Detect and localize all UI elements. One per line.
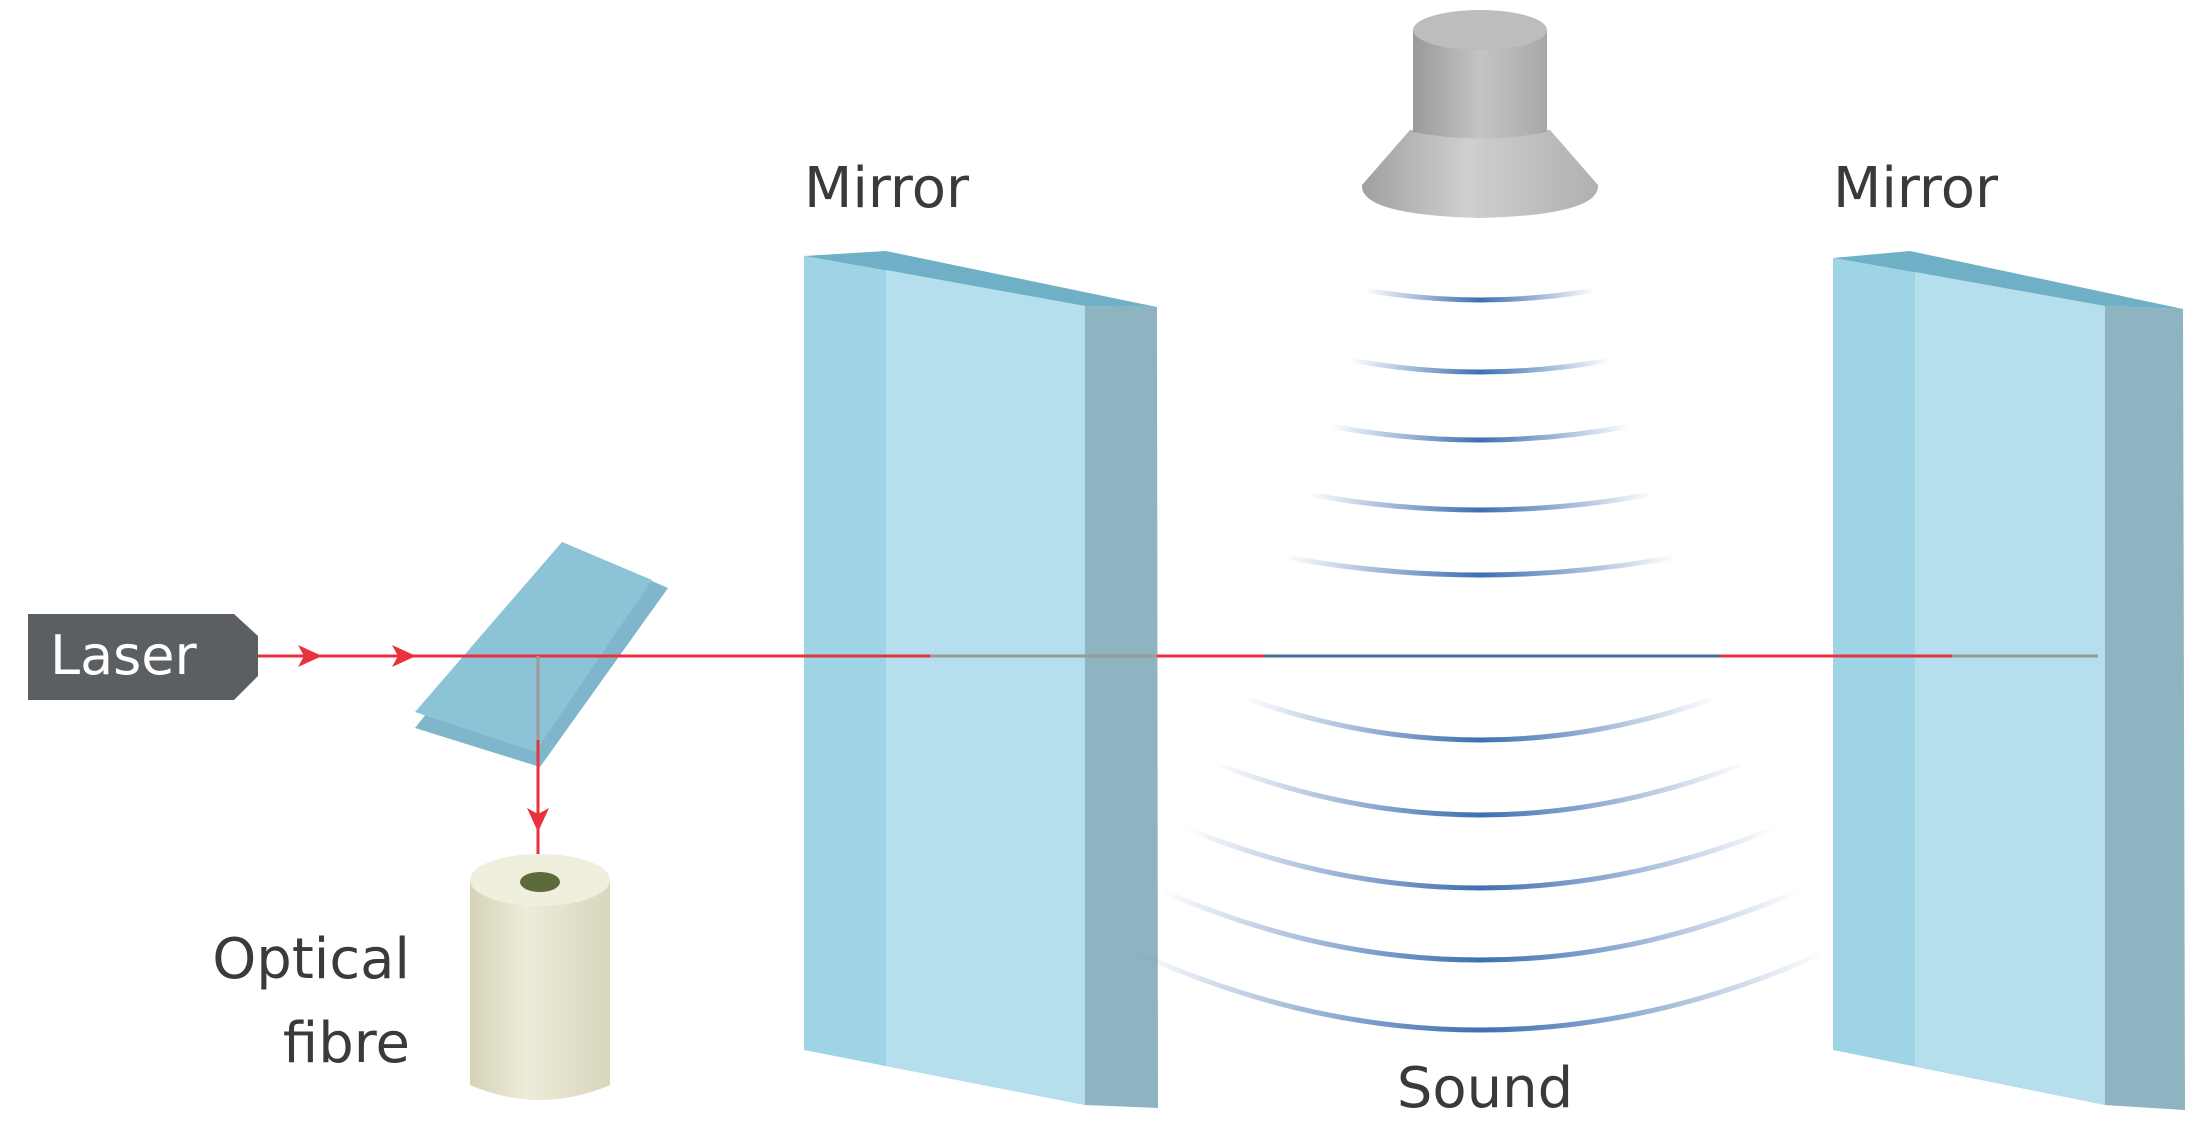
optical-fibre-label-line1: Optical (212, 927, 410, 992)
mirror-right-label: Mirror (1833, 156, 1999, 221)
left-mirror-side (1085, 306, 1158, 1108)
speaker-icon (1361, 10, 1599, 218)
beam-splitter-face (415, 542, 652, 752)
sound-wave-lower (1242, 695, 1718, 743)
speaker-cone (1361, 130, 1599, 218)
sound-wave-upper (1347, 357, 1613, 375)
speaker-body (1413, 30, 1547, 139)
laser-body (28, 614, 258, 700)
arrow-down-icon (527, 808, 549, 832)
fibre-core (520, 872, 560, 892)
right-mirror-top (1833, 251, 2183, 309)
laser-label: Laser (50, 624, 198, 687)
left-mirror (804, 251, 1158, 1108)
sound-wave-upper (1282, 554, 1678, 578)
sound-wave-lower (1157, 887, 1803, 963)
sound-wave-upper (1327, 423, 1633, 443)
arrow-right-icon (392, 645, 416, 667)
left-mirror-top (804, 251, 1157, 307)
sound-wave-upper (1362, 287, 1598, 303)
sound-wave-upper (1305, 491, 1655, 513)
right-mirror-front-highlight (1915, 272, 2105, 1105)
laser-source: Laser (28, 614, 258, 700)
beam-arrows (298, 645, 549, 832)
sound-waves (1132, 287, 1828, 1033)
optical-fibre-label-line2: fibre (283, 1011, 410, 1076)
mirror-left-label: Mirror (804, 156, 970, 221)
optical-fibre (470, 854, 610, 1100)
right-mirror-side (2105, 306, 2185, 1110)
sound-wave-lower (1212, 760, 1748, 818)
left-mirror-front-highlight (886, 270, 1085, 1105)
speaker-cap (1413, 10, 1547, 50)
sound-label: Sound (1397, 1056, 1573, 1121)
sound-wave-lower (1182, 825, 1778, 891)
arrow-right-icon (298, 645, 322, 667)
fibre-body (470, 880, 610, 1100)
right-mirror (1833, 251, 2185, 1110)
sound-wave-lower (1132, 949, 1828, 1033)
